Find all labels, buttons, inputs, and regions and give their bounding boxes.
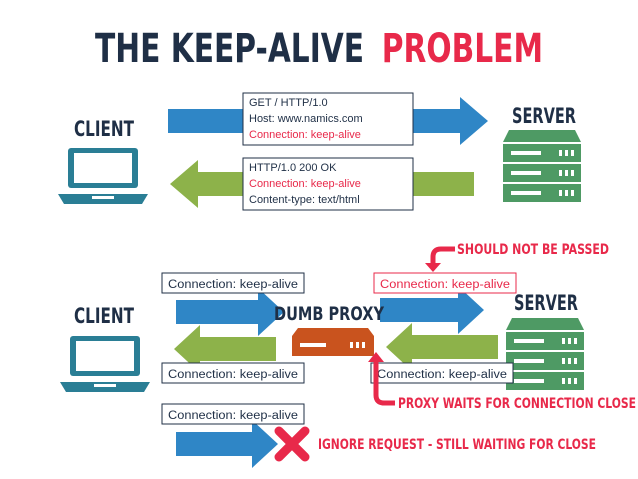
second-request-text: Connection: keep-alive xyxy=(168,410,298,422)
server-icon xyxy=(506,318,584,390)
server-response-text: Connection: keep-alive xyxy=(377,369,507,381)
proxy-to-server-arrow xyxy=(380,286,484,334)
bottom-client-label: CLIENT xyxy=(74,304,134,328)
proxy-waits-arrowhead xyxy=(368,352,384,362)
client-to-proxy-arrow xyxy=(176,288,284,336)
client-request-text: Connection: keep-alive xyxy=(168,279,298,291)
top-request-line1: GET / HTTP/1.0 xyxy=(249,97,328,109)
proxy-to-client-arrow xyxy=(174,325,276,373)
proxy-response-box xyxy=(161,362,305,384)
top-response-box xyxy=(242,157,414,211)
title-part2: PROBLEM xyxy=(382,26,543,72)
top-response-line1: HTTP/1.0 200 OK xyxy=(249,162,337,174)
top-client-label: CLIENT xyxy=(74,117,134,141)
top-request-line3: Connection: keep-alive xyxy=(249,129,361,141)
server-icon xyxy=(503,130,581,202)
proxy-waits-connector xyxy=(373,360,395,406)
should-not-pass-arrowhead xyxy=(425,263,441,272)
title-part1: THE KEEP-ALIVE xyxy=(95,26,364,72)
bottom-server-label: SERVER xyxy=(514,291,578,315)
server-to-proxy-arrow xyxy=(386,323,498,371)
should-not-pass-connector xyxy=(430,246,455,266)
x-mark-icon xyxy=(274,426,310,462)
top-server-label: SERVER xyxy=(512,104,576,128)
note-should-not-pass: SHOULD NOT BE PASSED xyxy=(457,242,609,258)
title: THE KEEP-ALIVE PROBLEM xyxy=(95,26,543,72)
proxy-device-icon xyxy=(292,328,374,356)
top-response-line2: Connection: keep-alive xyxy=(249,178,361,190)
laptop-icon xyxy=(60,336,150,392)
proxy-response-text: Connection: keep-alive xyxy=(168,369,298,381)
proxy-forward-box xyxy=(373,272,517,294)
second-request-arrow xyxy=(176,420,278,468)
top-request-line2: Host: www.namics.com xyxy=(249,113,363,125)
note-ignore-request: IGNORE REQUEST - STILL WAITING FOR CLOSE xyxy=(318,437,596,453)
laptop-icon xyxy=(58,148,148,204)
top-response-line3: Content-type: text/html xyxy=(249,194,360,206)
top-request-box xyxy=(242,92,414,146)
server-response-box xyxy=(370,362,514,384)
proxy-label: DUMB PROXY xyxy=(274,303,384,325)
second-request-box xyxy=(161,403,305,425)
client-request-box xyxy=(161,272,305,294)
note-proxy-waits: PROXY WAITS FOR CONNECTION CLOSE xyxy=(398,396,636,412)
proxy-forward-text: Connection: keep-alive xyxy=(380,279,510,291)
